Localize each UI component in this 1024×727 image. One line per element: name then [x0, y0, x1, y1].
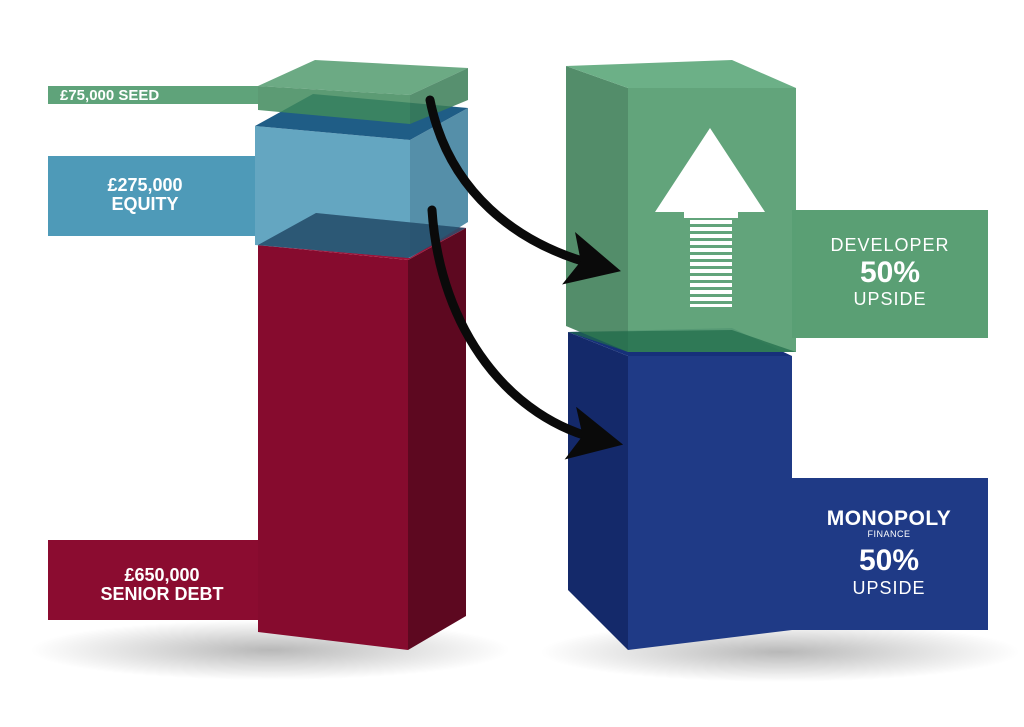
debt-text: SENIOR DEBT [100, 583, 224, 604]
monopoly-brand: MONOPOLY [826, 507, 952, 530]
developer-label: DEVELOPER 50% UPSIDE [812, 236, 968, 309]
seed-block [48, 60, 468, 124]
debt-amount: £650,000 [124, 565, 200, 585]
curved-arrow-icon [425, 95, 621, 285]
senior-debt-label: £650,000 SENIOR DEBT [62, 566, 262, 604]
equity-label: £275,000 EQUITY [70, 176, 220, 214]
seed-text: SEED [118, 87, 160, 104]
curved-arrow-icon [427, 205, 624, 460]
developer-percent: 50% [859, 255, 921, 289]
monopoly-block [568, 328, 988, 650]
monopoly-upside: UPSIDE [852, 577, 926, 598]
seed-amount: £75,000 [60, 87, 115, 104]
seed-label: £75,000 SEED [60, 88, 250, 104]
monopoly-percent: 50% [858, 544, 920, 578]
monopoly-label: MONOPOLY FINANCE 50% UPSIDE [806, 507, 972, 598]
developer-name: DEVELOPER [830, 235, 950, 255]
equity-amount: £275,000 [107, 175, 183, 195]
upward-arrow-icon [655, 128, 765, 307]
developer-upside: UPSIDE [853, 289, 927, 310]
equity-block [48, 94, 468, 258]
monopoly-brand-sub: FINANCE [867, 529, 911, 540]
equity-text: EQUITY [111, 193, 179, 214]
